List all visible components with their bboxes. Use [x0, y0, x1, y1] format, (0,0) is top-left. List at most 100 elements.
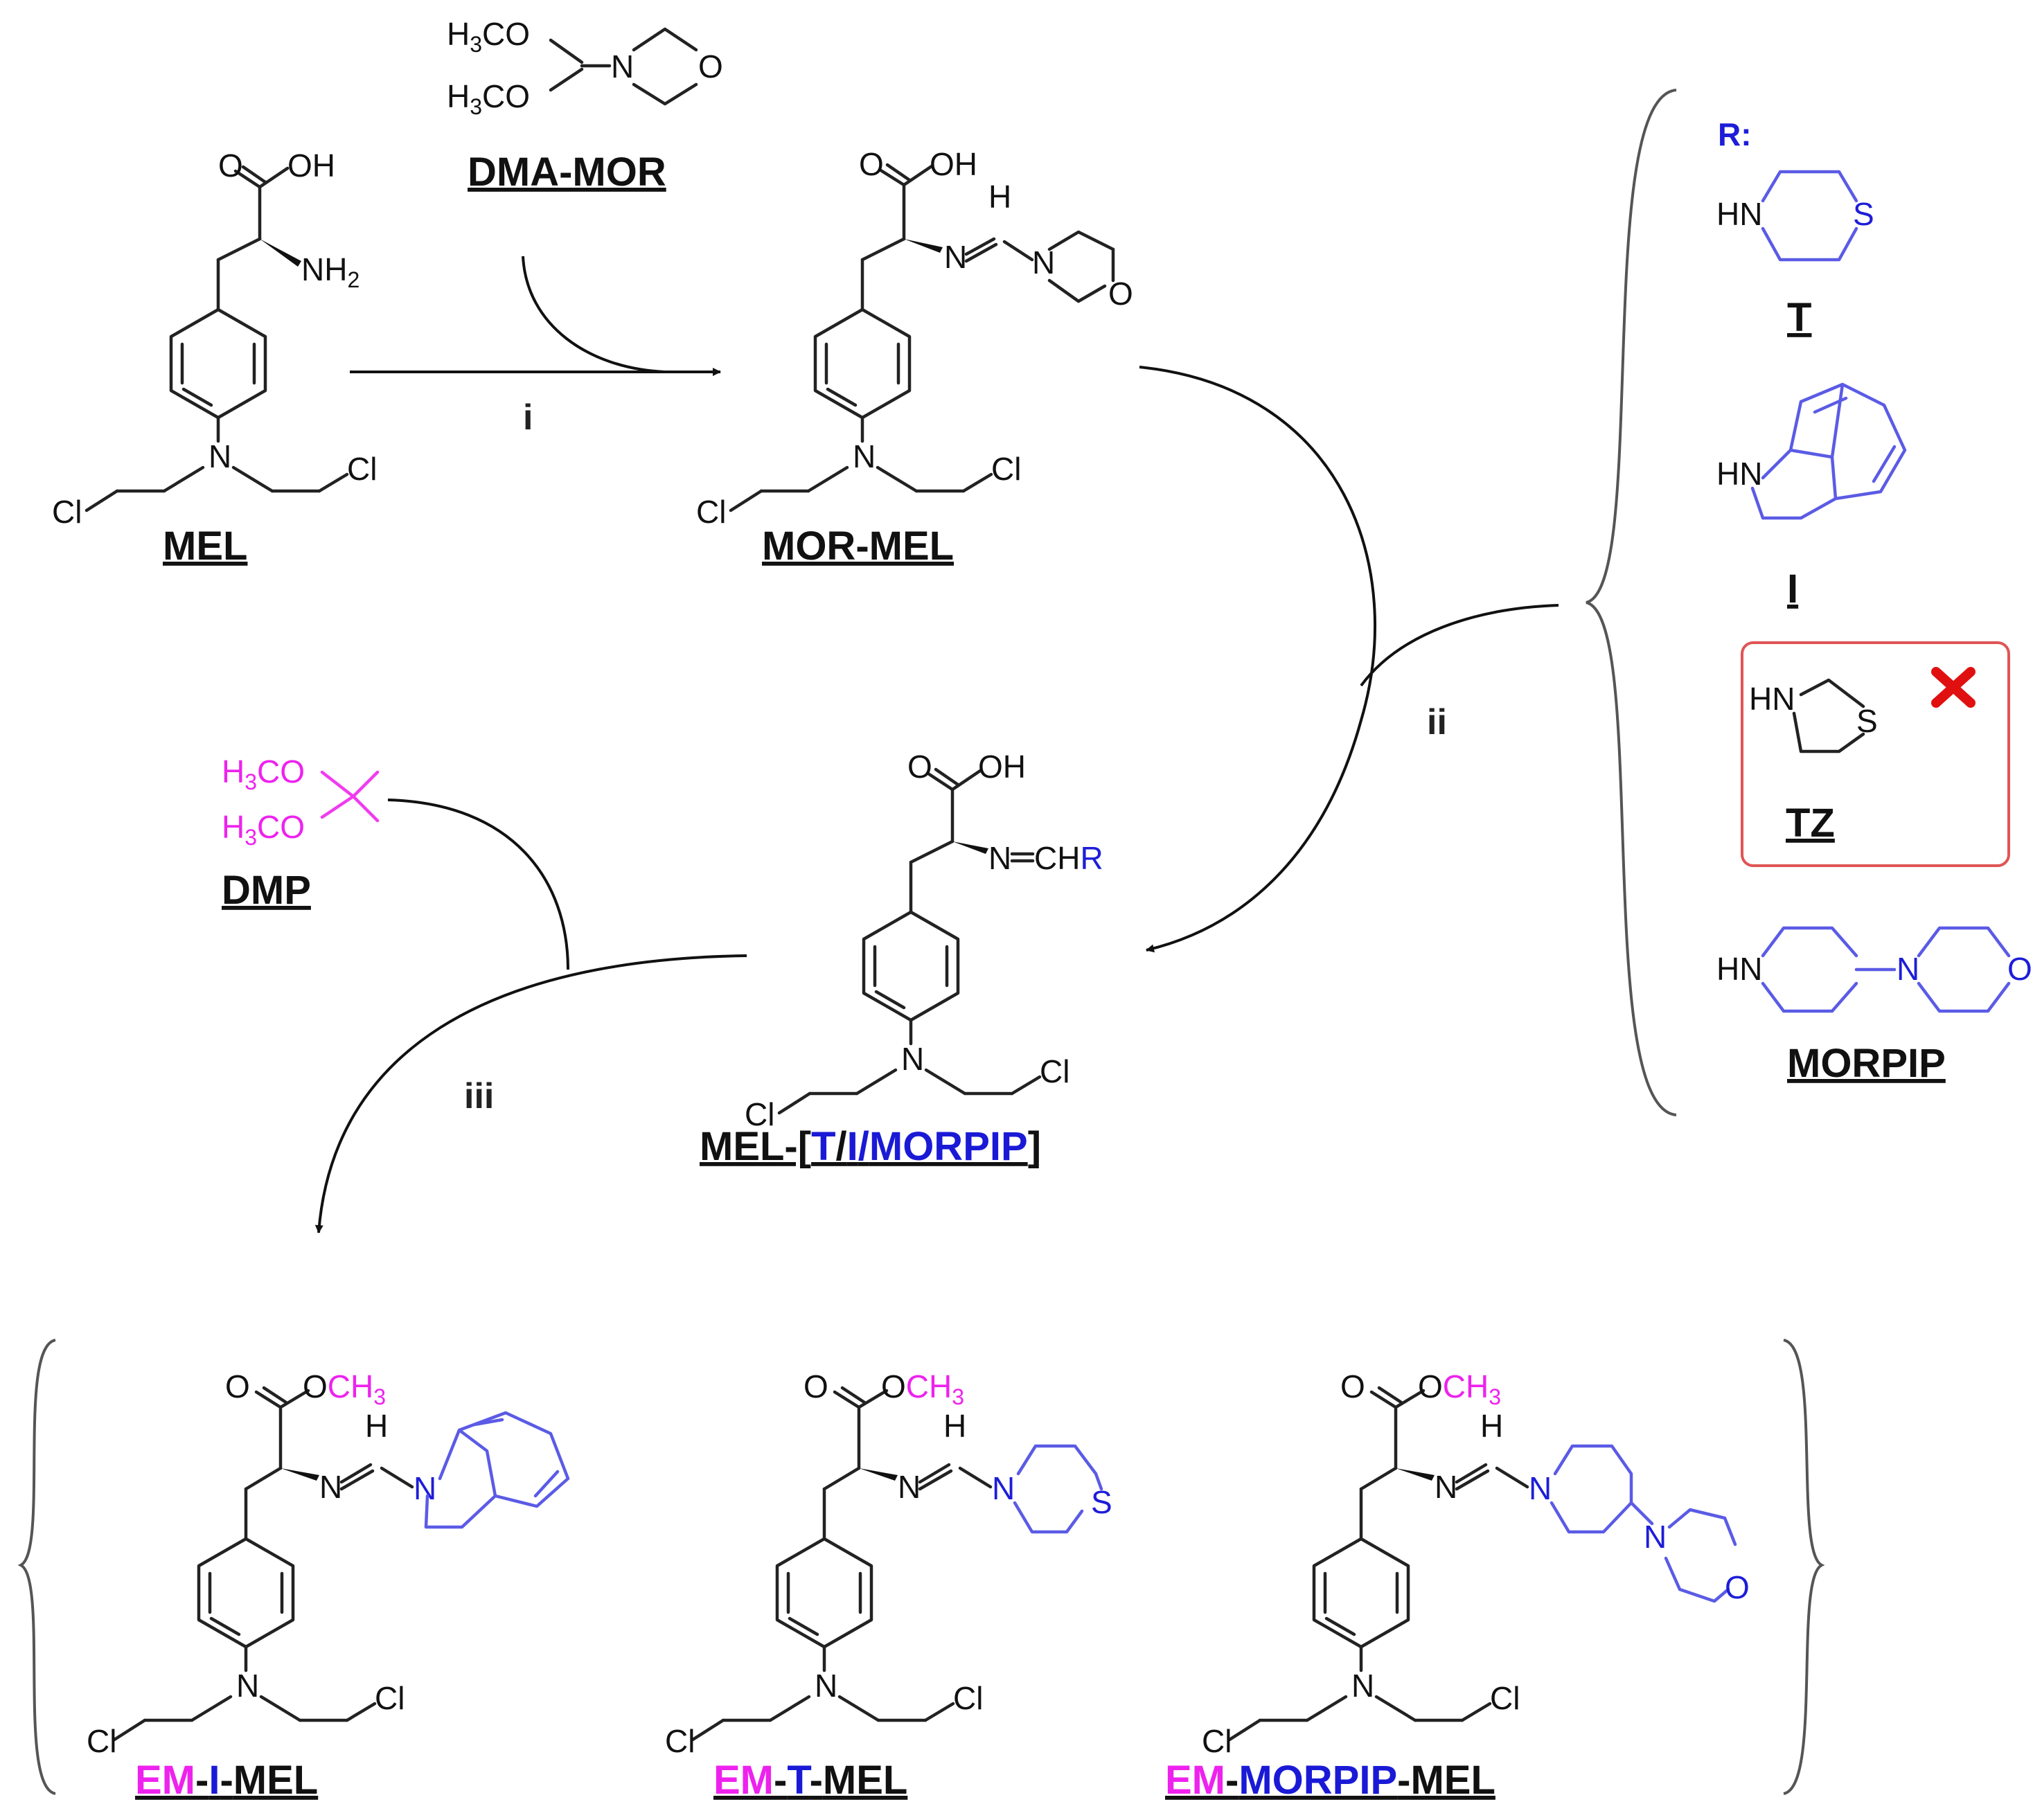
atom-label: Cl	[1040, 1053, 1069, 1089]
mel-r-structure: O OH N CHR N Cl Cl	[745, 749, 1103, 1132]
atom-label: Cl	[87, 1723, 116, 1759]
atom-label: CHR	[1034, 840, 1103, 876]
dma-mor-curve	[522, 256, 666, 373]
products-brace-left	[17, 1339, 56, 1795]
dmp-curve	[387, 799, 569, 970]
atom-label: Cl	[991, 451, 1021, 487]
reagent-tz-label: TZ	[1786, 801, 1835, 846]
atom-label: Cl	[1490, 1680, 1520, 1716]
atom-label: N	[1529, 1470, 1552, 1506]
cross-icon	[1931, 667, 1976, 708]
atom-label: Cl	[696, 494, 726, 530]
atom-label: S	[1856, 703, 1878, 739]
atom-label: N	[1897, 951, 1919, 987]
atom-label: HN	[1716, 951, 1762, 987]
step-ii-label: ii	[1427, 702, 1447, 742]
step-iii-arrow	[314, 954, 747, 1233]
reagent-curve	[1360, 604, 1559, 687]
atom-label: OH	[930, 146, 977, 182]
atom-label: NH2	[301, 251, 359, 292]
atom-label: Cl	[52, 494, 82, 530]
atom-label: N	[319, 1469, 342, 1505]
atom-label: Cl	[665, 1723, 695, 1759]
atom-label: Cl	[347, 451, 377, 487]
atom-label: HN	[1716, 456, 1762, 492]
atom-label: Cl	[375, 1680, 405, 1716]
atom-label: Cl	[953, 1680, 983, 1716]
atom-label: H3CO	[447, 78, 530, 119]
atom-label: N	[611, 48, 634, 84]
thiazolidine-reagent: HN S	[1749, 678, 1878, 753]
atom-label: N	[815, 1668, 837, 1704]
dma-mor-label: DMA-MOR	[468, 150, 666, 195]
atom-label: N	[1351, 1668, 1374, 1704]
atom-label: H3CO	[222, 809, 305, 850]
atom-label: OCH3	[303, 1368, 386, 1409]
atom-label: O	[1108, 276, 1133, 312]
atom-label: Cl	[1202, 1723, 1232, 1759]
atom-label: H	[365, 1408, 388, 1444]
atom-label: HN	[1716, 196, 1762, 232]
indoline-reagent: HN	[1716, 382, 1907, 520]
atom-label: S	[1853, 196, 1874, 232]
atom-label: N	[1032, 244, 1055, 280]
em-t-mel-structure: O OCH3 N H N S N Cl Cl	[665, 1368, 1112, 1759]
em-morpip-mel-label: EM-MORPIP-MEL	[1165, 1758, 1495, 1803]
em-morpip-mel-structure: O OCH3 N H N N O N Cl Cl	[1202, 1368, 1750, 1759]
r-label: R:	[1718, 116, 1752, 152]
atom-label: N	[901, 1041, 924, 1077]
atom-label: N	[1435, 1469, 1457, 1505]
atom-label: O	[907, 749, 932, 785]
atom-label: O	[225, 1368, 250, 1404]
step-i-label: i	[523, 398, 533, 438]
atom-label: H3CO	[447, 16, 530, 57]
atom-label: N	[208, 438, 231, 474]
atom-label: O	[218, 148, 243, 184]
dma-mor-structure: H3CO H3CO N O	[447, 16, 723, 119]
atom-label: N	[992, 1470, 1015, 1506]
morpip-reagent: HN N O	[1716, 926, 2032, 1013]
atom-label: HN	[1749, 681, 1795, 717]
atom-label: N	[236, 1668, 259, 1704]
atom-label: N	[414, 1470, 436, 1506]
dmp-structure: H3CO H3CO	[222, 753, 380, 850]
atom-label: N	[853, 438, 876, 474]
atom-label: H3CO	[222, 753, 305, 794]
atom-label: O	[1725, 1569, 1750, 1605]
atom-label: OCH3	[1418, 1368, 1501, 1409]
atom-label: H	[1480, 1408, 1503, 1444]
atom-label: OH	[287, 148, 335, 184]
mel-r-label: MEL-[T/I/MORPIP]	[700, 1124, 1041, 1169]
excluded-box	[1741, 641, 2010, 867]
atom-label: N	[944, 239, 967, 275]
atom-label: OCH3	[881, 1368, 964, 1409]
em-i-mel-label: EM-I-MEL	[135, 1758, 318, 1803]
atom-label: Cl	[745, 1096, 774, 1132]
atom-label: O	[698, 48, 723, 84]
atom-label: N	[988, 840, 1011, 876]
mor-mel-structure: O OH N H N O N Cl Cl	[696, 146, 1133, 530]
atom-label: N	[1644, 1519, 1667, 1555]
em-t-mel-label: EM-T-MEL	[713, 1758, 907, 1803]
dmp-label: DMP	[222, 868, 311, 913]
em-i-mel-structure: O OCH3 N H N N Cl Cl	[87, 1368, 570, 1759]
mel-structure: O OH NH2 N Cl Cl	[52, 148, 377, 530]
atom-label: O	[1340, 1368, 1365, 1404]
atom-label: H	[988, 179, 1011, 215]
reagent-i-label: I	[1787, 566, 1798, 612]
reagent-t-label: T	[1787, 295, 1811, 340]
reagent-morpip-label: MORPIP	[1787, 1041, 1946, 1086]
atom-label: H	[943, 1408, 966, 1444]
atom-label: O	[2007, 951, 2032, 987]
reagent-brace	[1586, 89, 1677, 1116]
thiomorpholine-reagent: HN S	[1716, 170, 1874, 262]
mor-mel-label: MOR-MEL	[762, 524, 954, 569]
step-ii-arrow	[1139, 366, 1376, 953]
atom-label: O	[804, 1368, 828, 1404]
atom-label: N	[898, 1469, 921, 1505]
step-iii-label: iii	[464, 1076, 494, 1116]
atom-label: OH	[978, 749, 1026, 785]
atom-label: O	[859, 146, 884, 182]
mel-label: MEL	[163, 524, 247, 569]
